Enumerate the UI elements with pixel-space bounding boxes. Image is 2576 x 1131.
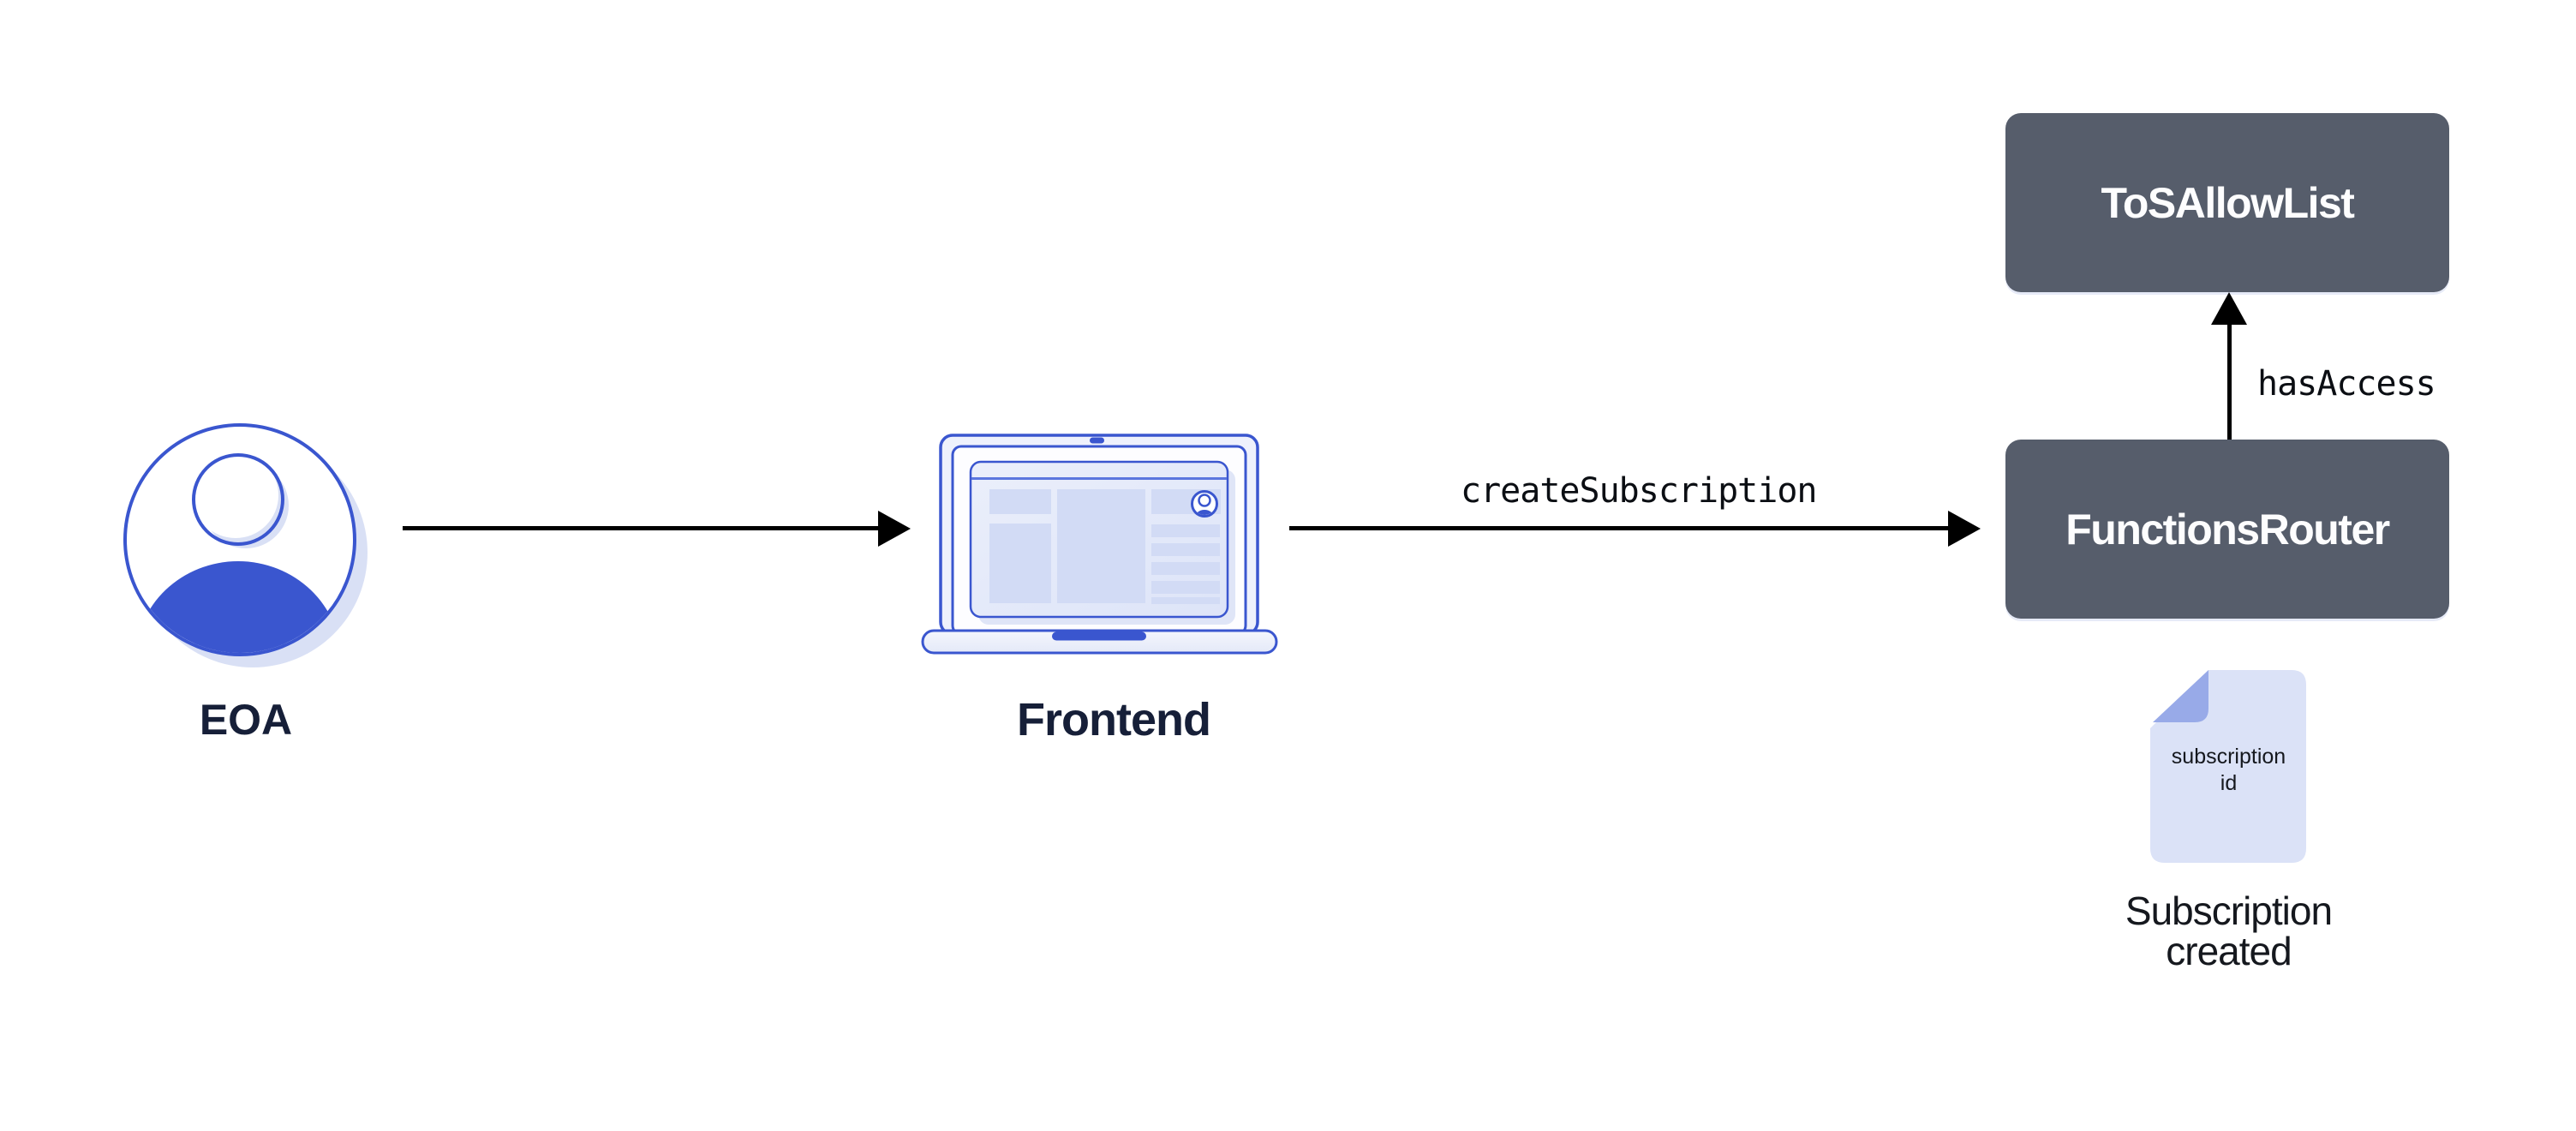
document-text-line2: id bbox=[2220, 771, 2238, 795]
has-access-label: hasAccess bbox=[2257, 364, 2436, 404]
document-text: subscription id bbox=[2150, 744, 2307, 797]
subscription-created-caption: Subscription created bbox=[2100, 891, 2358, 972]
node-tos-allow-list: ToSAllowList bbox=[2005, 113, 2449, 292]
caption-line2: created bbox=[2166, 929, 2292, 973]
tos-allow-list-label: ToSAllowList bbox=[2101, 178, 2355, 227]
user-avatar-icon bbox=[123, 423, 368, 667]
functions-router-label: FunctionsRouter bbox=[2065, 505, 2390, 554]
document-text-line1: subscription bbox=[2171, 745, 2286, 769]
laptop-icon bbox=[921, 434, 1278, 655]
frontend-label: Frontend bbox=[1017, 694, 1211, 745]
eoa-label: EOA bbox=[199, 696, 293, 744]
create-subscription-label: createSubscription bbox=[1461, 471, 1817, 511]
document-icon bbox=[2150, 670, 2306, 863]
caption-line1: Subscription bbox=[2125, 889, 2333, 933]
node-functions-router: FunctionsRouter bbox=[2005, 440, 2449, 619]
